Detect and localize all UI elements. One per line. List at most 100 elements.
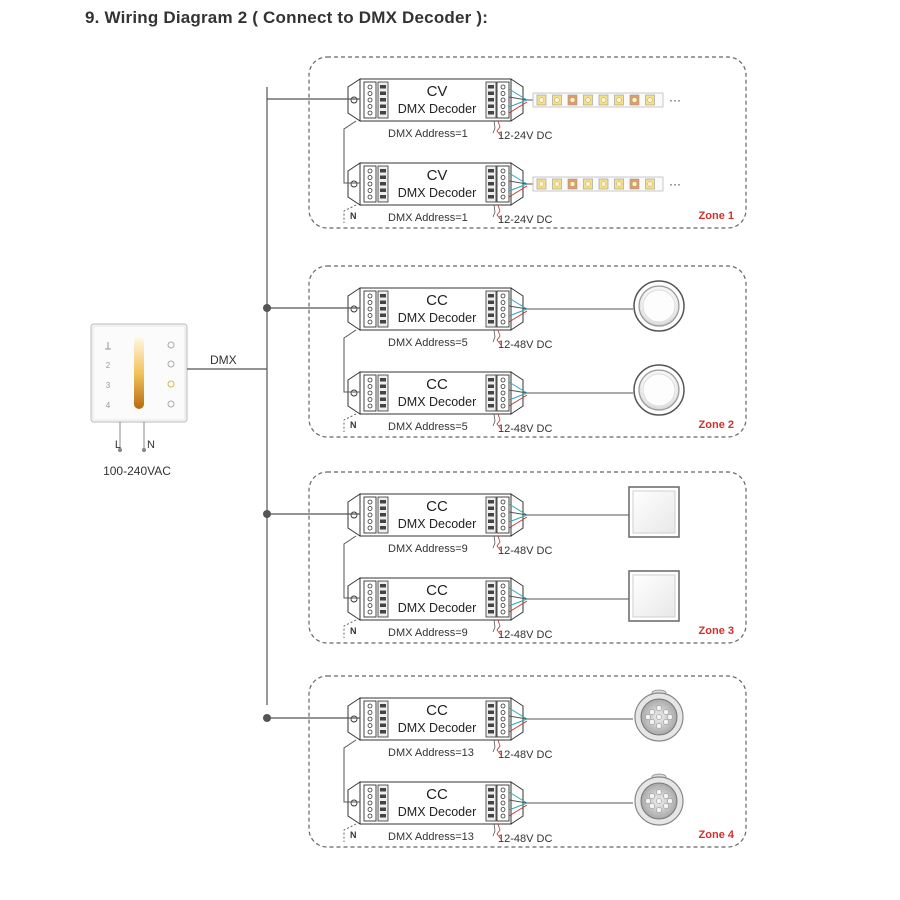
supply-voltage-label: 12-48V DC [498, 629, 552, 641]
decoder-type: CC [426, 786, 448, 803]
supply-voltage-label: 12-24V DC [498, 130, 552, 142]
dmx-terminal-block [363, 374, 389, 412]
output-wires [508, 791, 528, 817]
power-lead [496, 823, 502, 840]
continuation-dots: ··· [669, 177, 681, 191]
page-title: 9. Wiring Diagram 2 ( Connect to DMX Dec… [85, 8, 489, 27]
zone-button-icons: 2 3 4 [105, 342, 111, 410]
output-terminal-block [485, 496, 510, 534]
zone-label: Zone 3 [699, 625, 734, 637]
supply-voltage-label: 12-48V DC [498, 833, 552, 845]
decoder-name: DMX Decoder [398, 805, 477, 819]
output-wires [508, 707, 528, 733]
neutral-terminal-label: N [350, 626, 357, 636]
decoder-name: DMX Decoder [398, 102, 477, 116]
dmx-address-label: DMX Address=5 [388, 421, 468, 433]
dmx-terminal-block [363, 290, 389, 328]
decoder-name: DMX Decoder [398, 186, 477, 200]
square-panel [628, 486, 680, 538]
decoder-name: DMX Decoder [398, 311, 477, 325]
output-terminal-block [485, 165, 510, 203]
decoder-type: CV [427, 83, 448, 100]
bus-junction [263, 304, 271, 312]
supply-voltage-label: 12-24V DC [498, 214, 552, 226]
svg-text:3: 3 [106, 381, 111, 390]
power-lead [496, 413, 502, 430]
continuation-dots: ··· [669, 93, 681, 107]
decoder-type: CC [426, 292, 448, 309]
output-terminal-block [485, 81, 510, 119]
dmx-label: DMX [210, 353, 237, 367]
decoder-type: CC [426, 582, 448, 599]
svg-text:2: 2 [106, 361, 111, 370]
dmx-address-label: DMX Address=1 [388, 212, 468, 224]
round-light [633, 364, 685, 416]
n-terminal-label: N [147, 439, 155, 451]
output-terminal-block [485, 374, 510, 412]
output-wires [508, 587, 528, 613]
power-lead [496, 204, 502, 221]
dmx-daisy-chain [343, 120, 360, 184]
decoder-type: CV [427, 167, 448, 184]
decoder-name: DMX Decoder [398, 395, 477, 409]
output-wires [508, 381, 528, 407]
zone-label: Zone 1 [699, 210, 734, 222]
decoder-name: DMX Decoder [398, 721, 477, 735]
output-terminal-block [485, 700, 510, 738]
dmx-address-label: DMX Address=13 [388, 747, 474, 759]
decoder-name: DMX Decoder [398, 517, 477, 531]
dmx-address-label: DMX Address=13 [388, 831, 474, 843]
right-button-icons [167, 341, 175, 408]
output-wires [508, 503, 528, 529]
dmx-daisy-chain [343, 329, 360, 393]
zone-boundary [308, 56, 747, 229]
square-panel [628, 570, 680, 622]
bus-junction [263, 510, 271, 518]
dmx-terminal-block [363, 700, 389, 738]
dmx-bus [187, 87, 268, 705]
neutral-terminal-label: N [350, 830, 357, 840]
brightness-slider [134, 337, 144, 409]
bus-junction [263, 714, 271, 722]
decoder-type: CC [426, 498, 448, 515]
dmx-daisy-chain [343, 535, 360, 599]
supply-voltage-label: 100-240VAC [103, 464, 171, 478]
led-downlight [634, 773, 684, 826]
zone-boundary [308, 265, 747, 438]
output-wires [508, 172, 528, 198]
dmx-address-label: DMX Address=9 [388, 543, 468, 555]
dmx-terminal-block [363, 496, 389, 534]
power-lead [496, 120, 502, 137]
output-terminal-block [485, 580, 510, 618]
dmx-terminal-block [363, 81, 389, 119]
neutral-terminal-label: N [350, 211, 357, 221]
round-light [633, 280, 685, 332]
power-wires [117, 422, 147, 453]
power-lead [496, 739, 502, 756]
decoder-type: CC [426, 702, 448, 719]
power-lead [496, 535, 502, 552]
supply-voltage-label: 12-48V DC [498, 545, 552, 557]
supply-voltage-label: 12-48V DC [498, 339, 552, 351]
output-wires [508, 88, 528, 114]
decoder-type: CC [426, 376, 448, 393]
dmx-terminal-block [363, 580, 389, 618]
l-terminal-label: L [115, 439, 121, 451]
neutral-terminal-label: N [350, 420, 357, 430]
dmx-address-label: DMX Address=5 [388, 337, 468, 349]
led-downlight [634, 689, 684, 742]
dmx-terminal-block [363, 784, 389, 822]
wall-panel: 2 3 4 L N 100-240VAC [90, 323, 188, 478]
decoder-name: DMX Decoder [398, 601, 477, 615]
